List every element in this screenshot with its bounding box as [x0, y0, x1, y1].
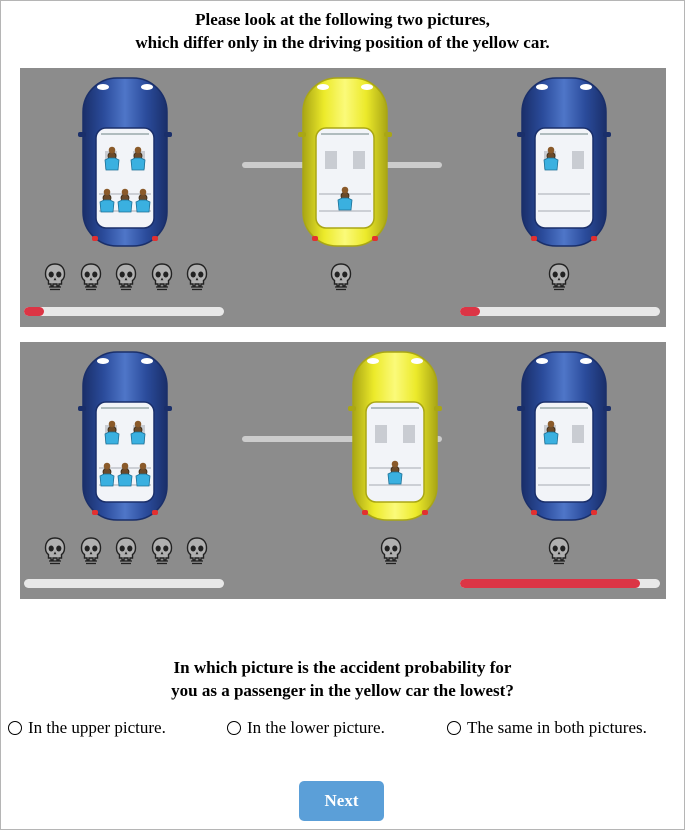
risk-bar-left	[24, 579, 224, 588]
risk-bar-right	[460, 307, 660, 316]
option-upper-picture[interactable]: In the upper picture.	[8, 718, 166, 738]
skull-icon	[151, 537, 173, 565]
skull-icon	[115, 263, 137, 291]
skull-group-right	[548, 263, 584, 291]
answer-options: In the upper picture. In the lower pictu…	[0, 718, 685, 742]
right-blue-car	[514, 76, 614, 248]
radio-button[interactable]	[227, 721, 241, 735]
option-lower-picture[interactable]: In the lower picture.	[227, 718, 385, 738]
skull-icon	[548, 537, 570, 565]
skull-icon	[186, 537, 208, 565]
skull-icon	[80, 537, 102, 565]
left-blue-car	[75, 350, 175, 522]
scene-upper	[20, 68, 666, 327]
risk-bar-fill	[24, 307, 44, 316]
radio-button[interactable]	[8, 721, 22, 735]
skull-group-center	[330, 263, 366, 291]
yellow-car	[345, 350, 445, 522]
skull-icon	[44, 263, 66, 291]
question-line-2: you as a passenger in the yellow car the…	[171, 681, 514, 700]
risk-bar-fill	[460, 579, 640, 588]
skull-icon	[330, 263, 352, 291]
skull-icon	[151, 263, 173, 291]
skull-group-left	[44, 263, 222, 291]
page-title: Please look at the following two picture…	[0, 8, 685, 54]
skull-icon	[380, 537, 402, 565]
question-text: In which picture is the accident probabi…	[0, 656, 685, 702]
left-blue-car	[75, 76, 175, 248]
right-blue-car	[514, 350, 614, 522]
risk-bar-right	[460, 579, 660, 588]
skull-group-right	[548, 537, 584, 565]
scene-lower	[20, 342, 666, 599]
next-button[interactable]: Next	[299, 781, 384, 821]
yellow-car	[295, 76, 395, 248]
title-line-1: Please look at the following two picture…	[195, 10, 490, 29]
option-label: In the upper picture.	[28, 718, 166, 737]
question-line-1: In which picture is the accident probabi…	[173, 658, 512, 677]
lane-line	[242, 436, 442, 442]
option-label: In the lower picture.	[247, 718, 385, 737]
skull-icon	[115, 537, 137, 565]
option-label: The same in both pictures.	[467, 718, 647, 737]
risk-bar-fill	[460, 307, 480, 316]
skull-icon	[548, 263, 570, 291]
skull-icon	[186, 263, 208, 291]
risk-bar-left	[24, 307, 224, 316]
skull-icon	[80, 263, 102, 291]
option-same-both[interactable]: The same in both pictures.	[447, 718, 647, 738]
skull-group-center	[380, 537, 416, 565]
skull-group-left	[44, 537, 222, 565]
title-line-2: which differ only in the driving positio…	[135, 33, 550, 52]
radio-button[interactable]	[447, 721, 461, 735]
skull-icon	[44, 537, 66, 565]
